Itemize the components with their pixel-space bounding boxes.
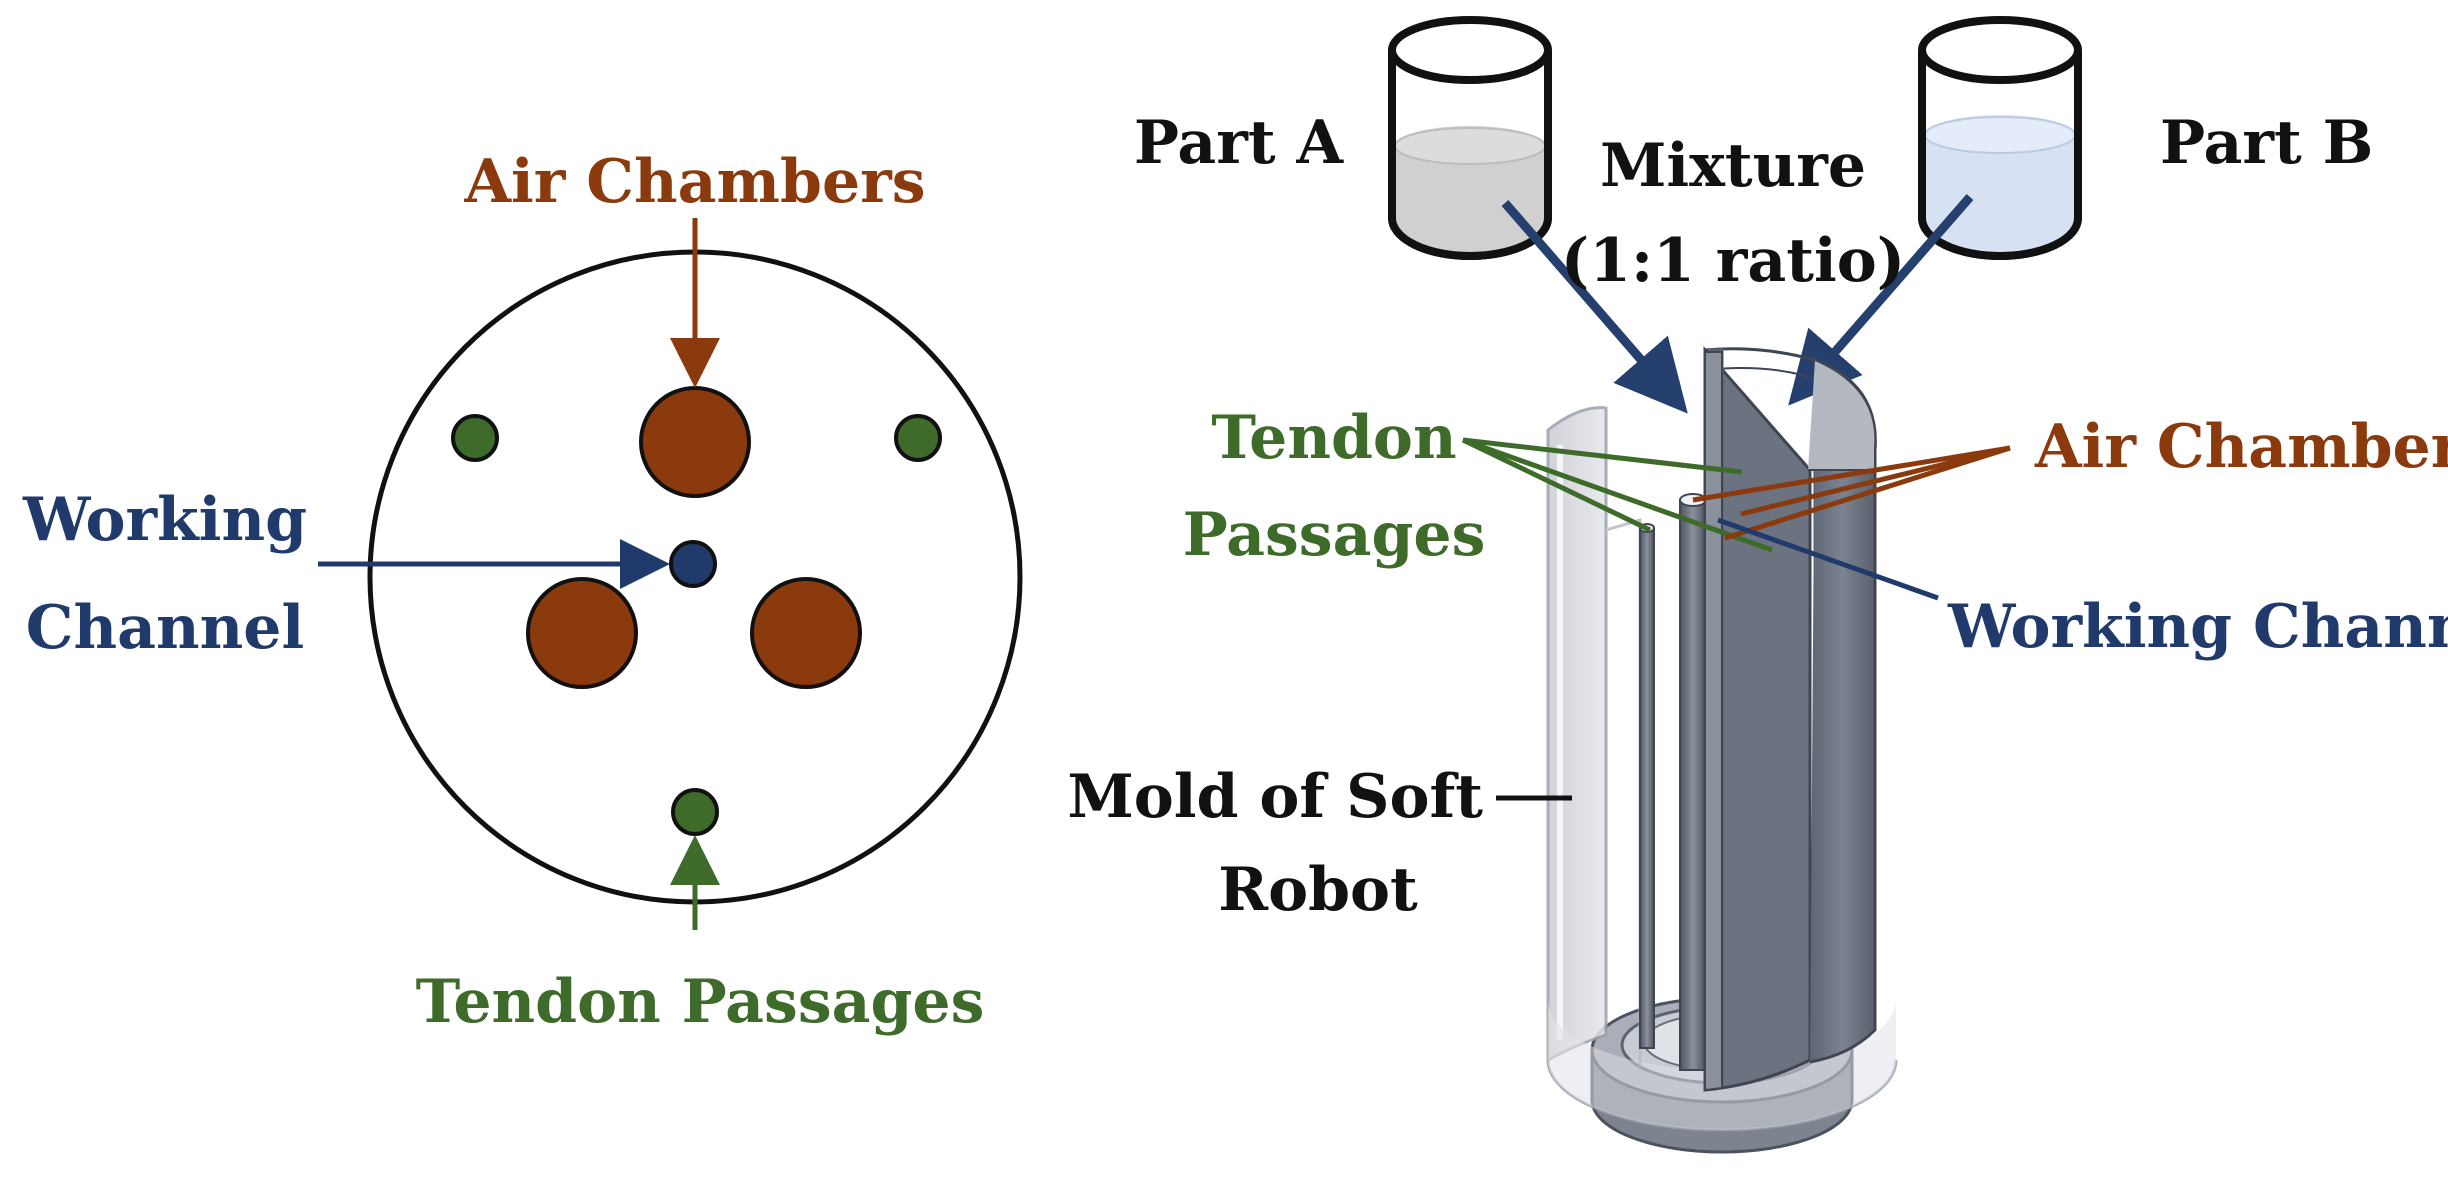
tendon-passage-top-left [451, 414, 499, 462]
mixture-label-line1: Mixture [1600, 131, 1866, 201]
working-channel-label-line2: Channel [26, 593, 304, 663]
air-chamber-leader-lines [1692, 445, 2011, 541]
tendon-passage-bottom [671, 788, 719, 836]
tendon-passage-top-right [894, 414, 942, 462]
part-a-label: Part A [1134, 108, 1345, 178]
mixture-label-line2: (1:1 ratio) [1561, 226, 1905, 296]
tendon-rod-1 [1639, 527, 1655, 1049]
part-b-label: Part B [2160, 108, 2373, 178]
air-chambers-label-left: Air Chambers [463, 147, 925, 217]
working-channel-leader-line [1717, 517, 1939, 601]
pour-arrow-part-a [1501, 200, 1688, 414]
working-channel-label-line1: Working [22, 485, 307, 555]
air-chamber-right [750, 577, 862, 689]
solid-mold-shell [1703, 346, 1877, 1092]
cup-part-a [1388, 16, 1552, 260]
air-chamber-left [526, 577, 638, 689]
mold-label-line1: Mold of Soft [1067, 762, 1483, 832]
cup-part-b [1918, 16, 2082, 260]
working-channel-label-right: Working Channel [1947, 592, 2448, 662]
air-chambers-label-right: Air Chambers [2034, 412, 2448, 482]
tendon-passages-label-right-line2: Passages [1183, 500, 1486, 570]
air-chamber-top [639, 386, 751, 498]
tendon-leader-lines [1461, 437, 1773, 553]
tendon-passages-label-left: Tendon Passages [416, 967, 985, 1037]
mold-assembly-diagram: Part A Part B Mixture (1:1 ratio) Tendon… [1067, 16, 2448, 1154]
tendon-passages-label-right-line1: Tendon [1211, 403, 1456, 473]
mold-label-line2: Robot [1218, 855, 1418, 925]
transparent-mold-shell [1546, 406, 1898, 1132]
air-chamber-rod-1 [1679, 499, 1707, 1071]
pour-arrow-part-b [1788, 194, 1974, 406]
working-channel-hole [669, 540, 717, 588]
cross-section-diagram: Air Chambers Working Channel Tendon Pass… [22, 147, 1023, 1037]
